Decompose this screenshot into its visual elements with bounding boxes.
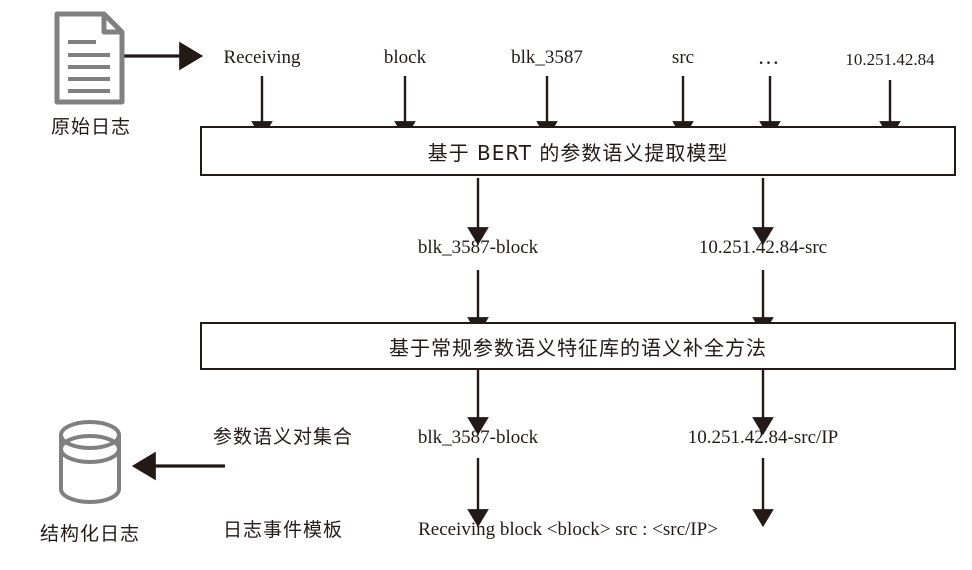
stage2-box-label: 基于常规参数语义特征库的语义补全方法 — [389, 335, 767, 360]
log-event-template-text: Receiving block <block> src : <src/IP> — [418, 519, 718, 540]
raw-log-icon-group — [52, 10, 130, 108]
input-token-src: src — [671, 47, 695, 68]
stage1-output-right: 10.251.42.84-src — [698, 237, 828, 258]
stage2-output-right: 10.251.42.84-src/IP — [687, 427, 839, 448]
annotation-event-template: 日志事件模板 — [222, 519, 344, 541]
stage2-process-box: 基于常规参数语义特征库的语义补全方法 — [200, 322, 956, 370]
structured-log-caption: 结构化日志 — [39, 523, 141, 545]
stage2-output-left: blk_3587-block — [417, 427, 539, 448]
document-icon — [54, 11, 125, 105]
stage1-output-left: blk_3587-block — [417, 237, 539, 258]
input-token-ellipsis: … — [757, 44, 783, 69]
stage1-process-box: 基于 BERT 的参数语义提取模型 — [200, 126, 956, 176]
structured-log-icon-group — [55, 418, 125, 506]
input-token-block: block — [383, 47, 427, 68]
raw-log-caption: 原始日志 — [50, 116, 132, 138]
annotation-pair-set: 参数语义对集合 — [212, 426, 354, 448]
stage1-box-label: 基于 BERT 的参数语义提取模型 — [427, 140, 729, 165]
database-cylinder-icon — [59, 420, 121, 504]
input-token-blk3587: blk_3587 — [511, 47, 583, 68]
input-token-ip: 10.251.42.84 — [845, 50, 935, 69]
input-token-receiving: Receiving — [223, 47, 301, 68]
